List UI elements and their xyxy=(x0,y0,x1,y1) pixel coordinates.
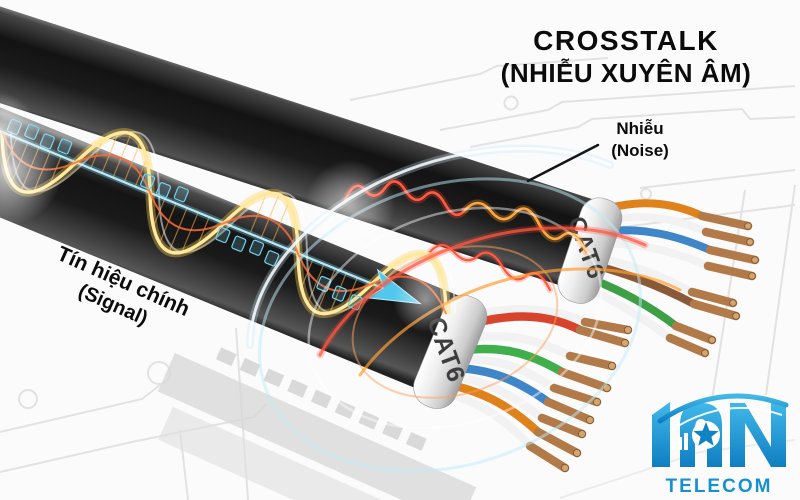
logo-monogram xyxy=(652,393,789,467)
logo-wordmark: TELECOM xyxy=(665,476,773,497)
cat6-band-back: CAT6 xyxy=(557,197,623,304)
main-title: CROSSTALK (NHIỄU XUYÊN ÂM) xyxy=(452,24,800,89)
logo: TELECOM xyxy=(642,389,796,498)
logo-star-icon xyxy=(693,422,719,446)
noise-pointer-line xyxy=(526,143,600,183)
light-flares xyxy=(0,93,457,332)
title-line-2: (NHIỄU XUYÊN ÂM) xyxy=(500,57,752,88)
title-line-1: CROSSTALK xyxy=(533,25,719,56)
noise-waves xyxy=(341,178,590,293)
background-pads xyxy=(157,347,484,500)
noise-label: Nhiễu (Noise) xyxy=(573,118,707,162)
noise-label-line-2: (Noise) xyxy=(611,141,669,161)
noise-label-line-1: Nhiễu xyxy=(616,119,664,138)
